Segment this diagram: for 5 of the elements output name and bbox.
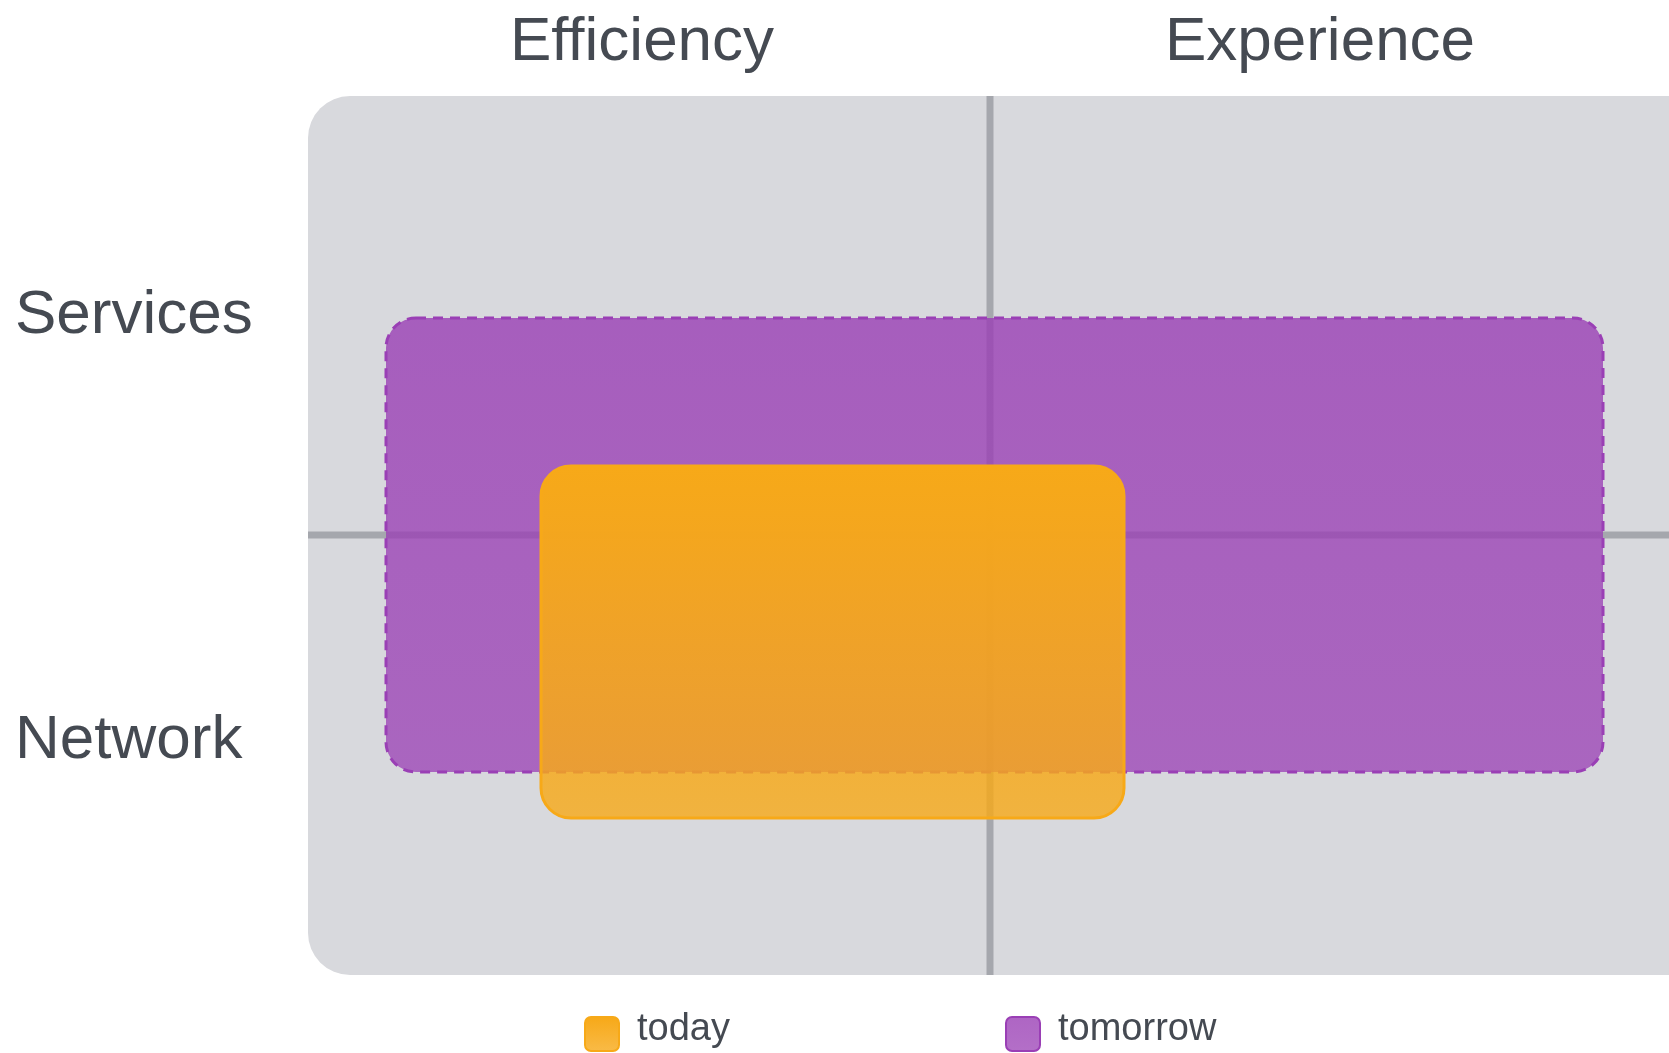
row-heading: Services [15,281,253,343]
legend-label: tomorrow [1058,1008,1217,1046]
legend-label: today [637,1008,730,1046]
rounded-region [539,464,1126,820]
row-heading: Network [15,706,243,768]
